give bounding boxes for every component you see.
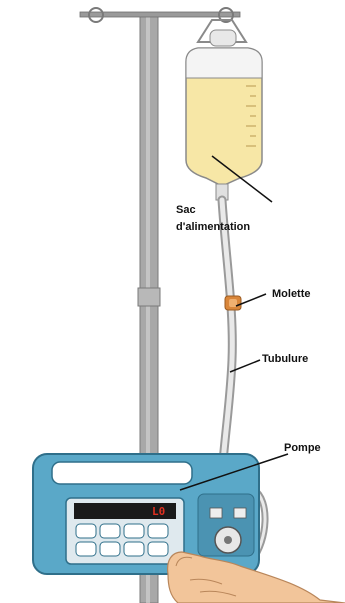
label-pump: Pompe [284, 442, 321, 454]
feeding-bag [186, 20, 262, 200]
pump-key[interactable] [124, 542, 144, 556]
pump-key[interactable] [124, 524, 144, 538]
feeding-pump: L0 [33, 454, 259, 574]
pump-handle [52, 462, 192, 484]
pump-key[interactable] [148, 524, 168, 538]
pump-key[interactable] [76, 542, 96, 556]
pump-key[interactable] [100, 542, 120, 556]
label-tubing: Tubulure [262, 353, 308, 365]
roller-clamp [225, 296, 241, 310]
label-bag-line1: Sac [176, 204, 196, 216]
pump-key[interactable] [100, 524, 120, 538]
label-clamp: Molette [272, 288, 311, 300]
pump-key[interactable] [148, 542, 168, 556]
pump-key[interactable] [76, 524, 96, 538]
label-bag-line2: d'alimentation [176, 221, 250, 233]
pump-display-text: L0 [152, 505, 165, 518]
